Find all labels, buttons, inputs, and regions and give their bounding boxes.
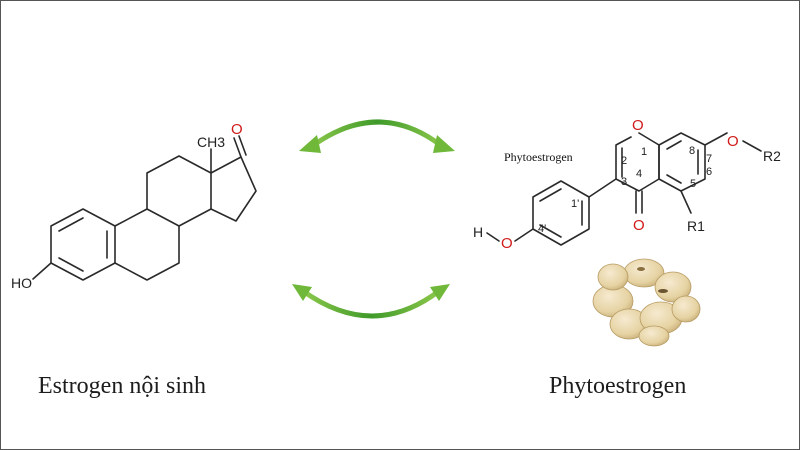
ring-b-inner-2 xyxy=(539,188,562,202)
r2-bond xyxy=(742,140,762,152)
ch3-label: CH3 xyxy=(197,134,225,150)
ring-a-inner-1 xyxy=(58,217,84,232)
pos-1: 1 xyxy=(641,146,647,158)
c3-b-ring-bond xyxy=(588,178,617,198)
soybeans-image xyxy=(592,258,701,347)
oh-bond xyxy=(486,232,500,242)
pos-4: 4 xyxy=(636,168,642,180)
bean xyxy=(654,271,692,303)
ring-a-benzo xyxy=(658,132,706,192)
ring-a-inner-3 xyxy=(666,174,682,184)
ring-a-inner-1 xyxy=(666,140,682,150)
bean xyxy=(638,325,670,347)
ring-b xyxy=(114,208,180,281)
ring-o-label: O xyxy=(632,117,644,134)
pos-2: 2 xyxy=(621,155,627,167)
r2-label: R2 xyxy=(763,148,781,164)
bottom-arrow-head-right xyxy=(430,284,450,301)
hydroxyl-o-label: O xyxy=(501,235,513,252)
pos-5: 5 xyxy=(690,178,696,190)
o4-bond xyxy=(514,228,534,242)
ketone-o-label: O xyxy=(231,121,243,138)
carbonyl-o-label: O xyxy=(633,217,645,234)
ring-d xyxy=(210,156,257,222)
bottom-arrow-curve xyxy=(300,288,442,319)
r1-bond xyxy=(680,190,692,214)
top-arrow-head-left xyxy=(299,135,321,153)
ring-a-inner-3 xyxy=(58,257,84,272)
top-arrow-curve xyxy=(308,119,446,150)
left-caption: Estrogen nội sinh xyxy=(38,373,206,399)
phytoestrogen-small-label: Phytoestrogen xyxy=(504,150,573,164)
pos-7: 7 xyxy=(706,153,712,165)
top-arrow-head-right xyxy=(433,135,455,153)
ring-c xyxy=(146,155,212,227)
pos-3: 3 xyxy=(621,176,627,188)
ho-bond xyxy=(32,262,52,280)
right-caption: Phytoestrogen xyxy=(549,373,686,399)
ho-label: HO xyxy=(11,275,32,291)
bottom-double-arrow xyxy=(292,284,450,319)
pos-6: 6 xyxy=(706,166,712,178)
ring-b-inner-3 xyxy=(539,224,562,238)
pos-1prime: 1' xyxy=(571,198,579,210)
bean-hilum xyxy=(658,289,668,293)
top-double-arrow xyxy=(299,119,455,153)
r1-label: R1 xyxy=(687,218,705,234)
bottom-arrow-head-left xyxy=(292,284,312,301)
h-label: H xyxy=(473,224,483,240)
pos-4prime: 4' xyxy=(538,223,546,235)
ring-a xyxy=(50,208,116,281)
estrogen-structure: HO CH3 O xyxy=(11,121,257,291)
o7-bond xyxy=(704,132,728,146)
bean-hilum xyxy=(637,267,645,271)
bean xyxy=(597,263,629,291)
ring-b-phenyl xyxy=(532,180,590,246)
bean xyxy=(671,295,701,323)
ketone-bond-2 xyxy=(238,135,247,156)
ether-o-label: O xyxy=(727,133,739,150)
phytoestrogen-structure: O O R2 O R1 O H 1 2 3 4 5 6 7 8 1' 4' xyxy=(473,117,781,252)
ketone-bond-1 xyxy=(233,137,242,158)
pos-8: 8 xyxy=(689,145,695,157)
